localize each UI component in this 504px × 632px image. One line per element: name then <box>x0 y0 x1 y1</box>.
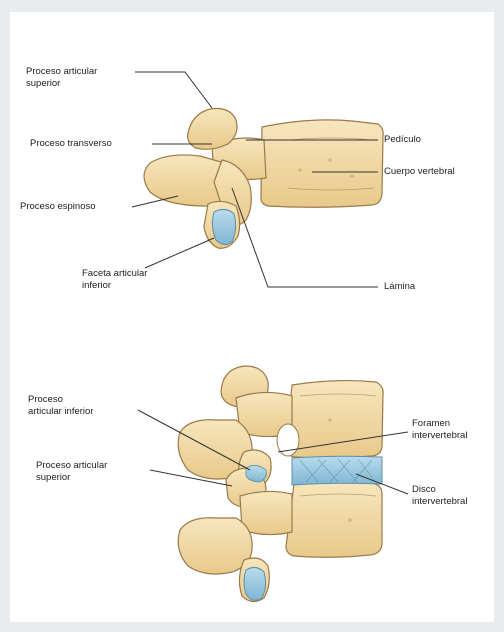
top-vertebra <box>144 108 383 248</box>
facet-cartilage-mid <box>246 465 266 482</box>
superior-articular-process <box>188 108 237 149</box>
label-cuerpo-vertebral: Cuerpo vertebral <box>384 166 455 178</box>
leader-faceta-articular-inferior <box>145 238 214 268</box>
label-proceso-articular-inferior: Proceso articular inferior <box>28 394 93 418</box>
facet-cartilage-low <box>244 567 266 600</box>
bottom-vertebrae <box>178 366 383 602</box>
label-disco-intervertebral: Disco intervertebral <box>412 484 467 508</box>
label-proceso-transverso: Proceso transverso <box>30 138 112 150</box>
inferior-facet-cartilage <box>212 209 235 244</box>
label-proceso-articular-superior: Proceso articular superior <box>26 66 97 90</box>
lower-vertebral-body <box>286 482 382 557</box>
label-lamina: Lámina <box>384 281 415 293</box>
label-foramen-intervertebral: Foramen intervertebral <box>412 418 467 442</box>
label-proceso-articular-superior-2: Proceso articular superior <box>36 460 107 484</box>
leader-proceso-articular-superior <box>135 72 212 108</box>
upper-vertebral-body <box>286 381 383 458</box>
lower-spinous <box>178 518 252 574</box>
label-faceta-articular-inferior: Faceta articular inferior <box>82 268 147 292</box>
vertebral-body <box>261 120 383 207</box>
label-proceso-espinoso: Proceso espinoso <box>20 201 96 213</box>
label-pediculo: Pedículo <box>384 134 421 146</box>
